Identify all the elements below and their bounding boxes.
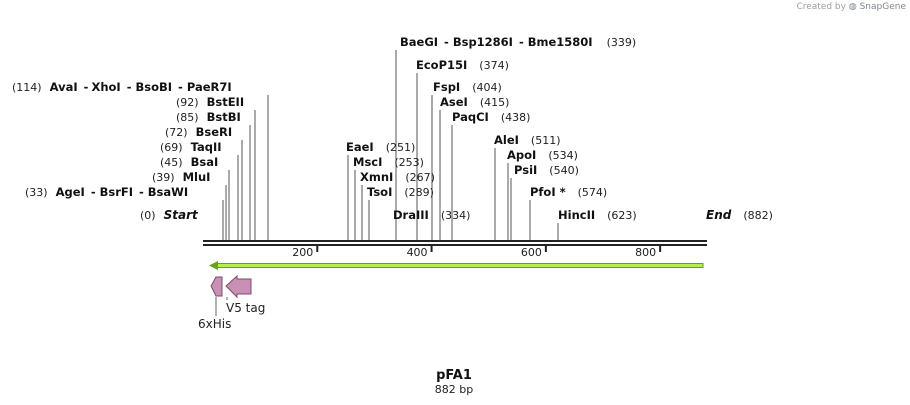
site-start[interactable]: (0)Start bbox=[140, 208, 199, 222]
site-psii[interactable]: PsiI(540) bbox=[514, 163, 579, 177]
site-avai-group[interactable]: (114)AvaI-XhoI-BsoBI-PaeR7I bbox=[12, 80, 232, 94]
cut-site-lines bbox=[222, 50, 559, 240]
site-paqci[interactable]: PaqCI(438) bbox=[452, 110, 530, 124]
site-agei-group[interactable]: (33)AgeI-BsrFI-BsaWI bbox=[25, 185, 188, 199]
site-xmni[interactable]: XmnI(267) bbox=[360, 170, 435, 184]
site-end[interactable]: End(882) bbox=[706, 208, 773, 222]
plasmid-size: 882 bp bbox=[435, 383, 473, 396]
site-draiii[interactable]: DraIII(334) bbox=[393, 208, 470, 222]
ruler-tick-label: 400 bbox=[407, 246, 428, 259]
feature-6xhis-label: 6xHis bbox=[198, 317, 231, 331]
ruler-tick-label: 800 bbox=[635, 246, 656, 259]
site-fspi[interactable]: FspI(404) bbox=[433, 80, 502, 94]
site-bsteii[interactable]: (92)BstEII bbox=[176, 95, 244, 109]
site-baegi-group[interactable]: BaeGI-Bsp1286I-Bme1580I(339) bbox=[400, 35, 636, 49]
site-alei[interactable]: AleI(511) bbox=[494, 133, 561, 147]
site-eaei[interactable]: EaeI(251) bbox=[346, 140, 415, 154]
plasmid-name: pFA1 bbox=[436, 368, 472, 383]
ruler-tick-label: 200 bbox=[292, 246, 313, 259]
site-asei[interactable]: AseI(415) bbox=[440, 95, 509, 109]
site-apoi[interactable]: ApoI(534) bbox=[507, 148, 578, 162]
site-bsai[interactable]: (45)BsaI bbox=[160, 155, 218, 169]
site-hincii[interactable]: HincII(623) bbox=[558, 208, 637, 222]
feature-6xhis-arrow-icon bbox=[210, 276, 223, 297]
site-bstbi[interactable]: (85)BstBI bbox=[176, 110, 241, 124]
primer-arrowhead-icon bbox=[209, 261, 218, 270]
site-bseri[interactable]: (72)BseRI bbox=[165, 125, 232, 139]
feature-v5-tag[interactable]: V5 tag bbox=[225, 274, 265, 315]
ruler-ticks: 200 400 600 800 bbox=[292, 245, 662, 259]
site-ecop15i[interactable]: EcoP15I(374) bbox=[416, 58, 509, 72]
primer-arrow[interactable] bbox=[209, 261, 704, 270]
snapgene-watermark: Created by ◍ SnapGene bbox=[796, 2, 906, 12]
site-tsoi[interactable]: TsoI(289) bbox=[367, 185, 434, 199]
feature-6xHis[interactable]: 6xHis bbox=[198, 276, 231, 331]
site-taqii[interactable]: (69)TaqII bbox=[160, 140, 222, 154]
site-msci[interactable]: MscI(253) bbox=[353, 155, 424, 169]
feature-v5-label: V5 tag bbox=[226, 301, 265, 315]
site-pfoi[interactable]: PfoI *(574) bbox=[530, 185, 607, 199]
site-labels: (0)Start (33)AgeI-BsrFI-BsaWI (39)MluI (… bbox=[12, 35, 773, 222]
ruler-tick-label: 600 bbox=[521, 246, 542, 259]
watermark-prefix: Created by bbox=[796, 2, 846, 12]
site-mlui[interactable]: (39)MluI bbox=[152, 170, 210, 184]
feature-v5-arrow-icon bbox=[225, 274, 252, 299]
snapgene-logo-icon: ◍ bbox=[848, 2, 857, 12]
watermark-brand: SnapGene bbox=[859, 2, 906, 12]
